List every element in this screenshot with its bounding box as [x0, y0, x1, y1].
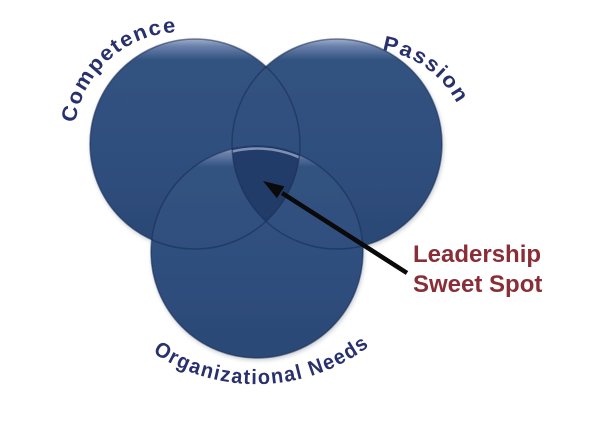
arrow-shaft [280, 191, 409, 275]
arrow-head-icon [263, 181, 285, 199]
sweet-spot-annotation: Leadership Sweet Spot [413, 240, 542, 300]
circle-organizational-needs [151, 146, 363, 358]
sweet-spot-arrow [263, 181, 409, 275]
venn-circles-group [90, 39, 442, 358]
overlap-highlight-rim [232, 147, 300, 249]
circle-outline-passion [231, 38, 443, 250]
overlap-highlight-rim-wrap2 [232, 147, 300, 249]
sweet-spot-region-wrap [232, 146, 300, 249]
circle-outline-organizational-needs [150, 145, 364, 359]
sweet-spot-annotation-line1: Leadership [413, 241, 542, 268]
sweet-spot-region [232, 146, 300, 249]
sweet-spot-annotation-line2: Sweet Spot [413, 271, 543, 298]
circle-outlines [89, 38, 443, 359]
overlap-highlight-rim-wrap [232, 147, 300, 249]
circle-outline-competence [89, 38, 301, 250]
